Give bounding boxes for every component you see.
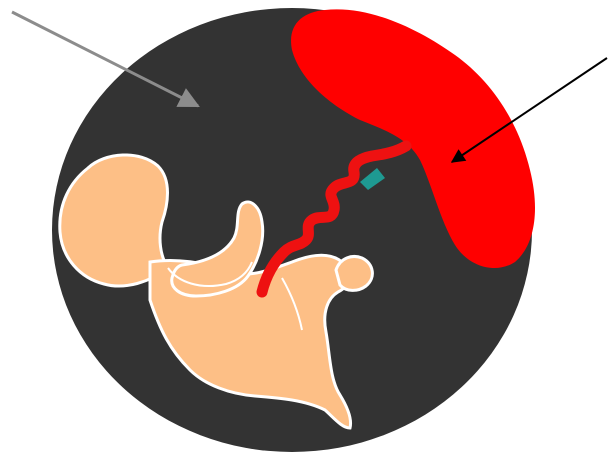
embryo-leg: [336, 257, 372, 291]
